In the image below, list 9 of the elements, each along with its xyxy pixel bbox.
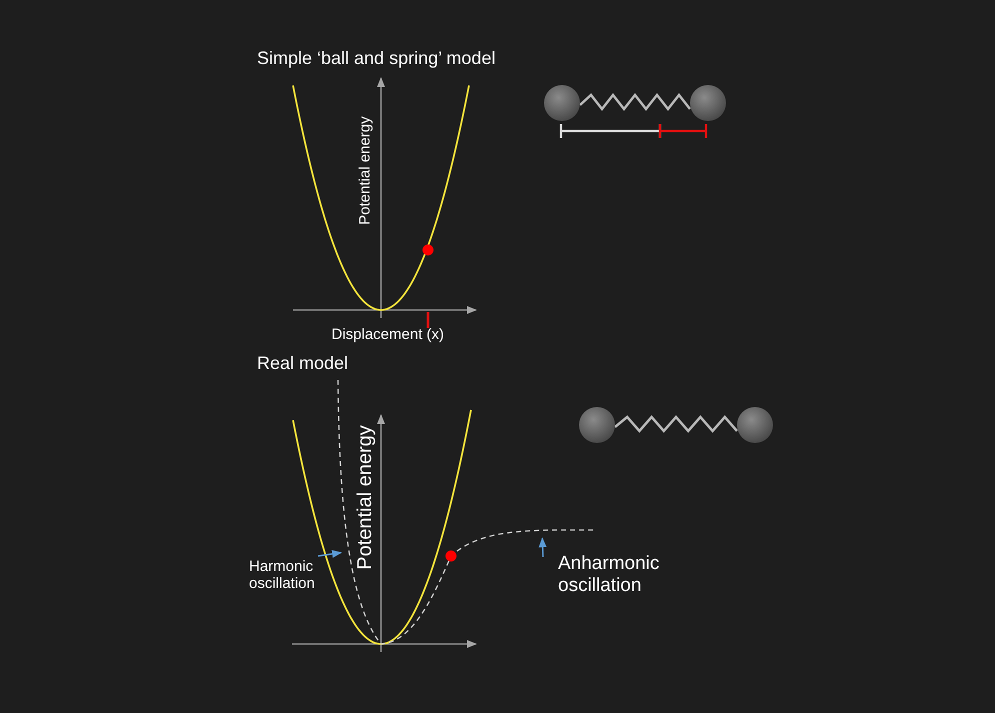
axis-label: Potential energy <box>353 424 376 570</box>
annotation-text: Harmonic oscillation <box>249 558 329 592</box>
axis-label: Displacement (x) <box>332 326 444 344</box>
annotation-text: Anharmonic oscillation <box>558 553 678 597</box>
panel-heading: Real model <box>257 353 348 374</box>
leader-arrow <box>318 550 342 558</box>
leader-arrow <box>538 537 547 558</box>
panel-heading: Simple ‘ball and spring’ model <box>257 48 496 69</box>
axis-label: Potential energy <box>356 116 374 224</box>
